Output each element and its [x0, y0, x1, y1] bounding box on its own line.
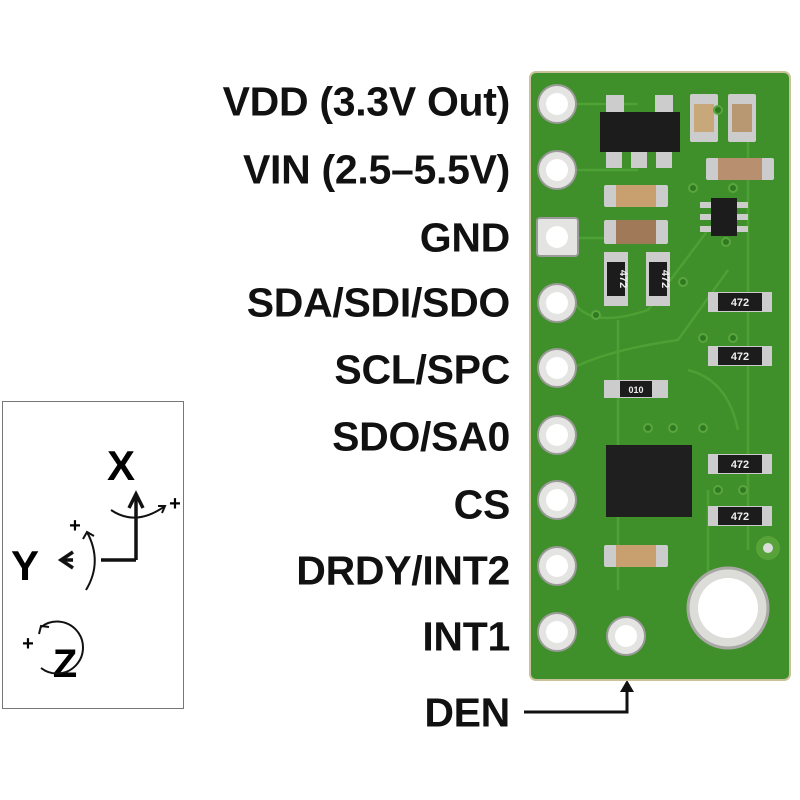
pin-label-sda: SDA/SDI/SDO: [246, 279, 511, 326]
pin-label-cs: CS: [453, 481, 511, 528]
pin-label-sdo: SDO/SA0: [332, 413, 510, 460]
z-rotation-plus: +: [22, 633, 34, 655]
header-pins: [536, 84, 646, 656]
axis-arrows: X Y Z + + +: [11, 442, 181, 686]
resistor-marking: 472: [659, 270, 671, 288]
resistors: 472 472 472 472 472 472 010: [604, 252, 772, 526]
small-ic: [700, 198, 748, 236]
pin-label-den: DEN: [424, 689, 510, 736]
resistor-marking: 472: [731, 511, 749, 523]
pin-label-int1: INT1: [422, 613, 510, 660]
pcb-board: 472 472 472 472 472 472 010: [529, 71, 791, 681]
resistor-marking: 472: [731, 297, 749, 309]
pin-label-scl: SCL/SPC: [334, 346, 510, 393]
resistor-marking: 472: [731, 351, 749, 363]
voltage-regulator-chip: [600, 95, 680, 168]
pin-label-gnd: GND: [419, 214, 511, 261]
sensor-chip: [606, 445, 692, 517]
mounting-hole: [686, 536, 780, 650]
pin-label-drdy: DRDY/INT2: [296, 547, 510, 594]
pin-label-vin: VIN (2.5–5.5V): [243, 146, 510, 193]
y-axis-label: Y: [11, 542, 39, 589]
capacitors: [604, 94, 774, 567]
axis-orientation-diagram: X Y Z + + +: [2, 401, 184, 709]
x-axis-label: X: [107, 442, 135, 489]
z-axis-label: Z: [53, 642, 77, 686]
y-rotation-plus: +: [69, 515, 81, 537]
resistor-marking: 472: [617, 270, 629, 288]
resistor-marking: 010: [628, 385, 643, 395]
x-rotation-plus: +: [169, 493, 181, 515]
pin-label-vdd: VDD (3.3V Out): [222, 78, 511, 125]
resistor-marking: 472: [731, 459, 749, 471]
